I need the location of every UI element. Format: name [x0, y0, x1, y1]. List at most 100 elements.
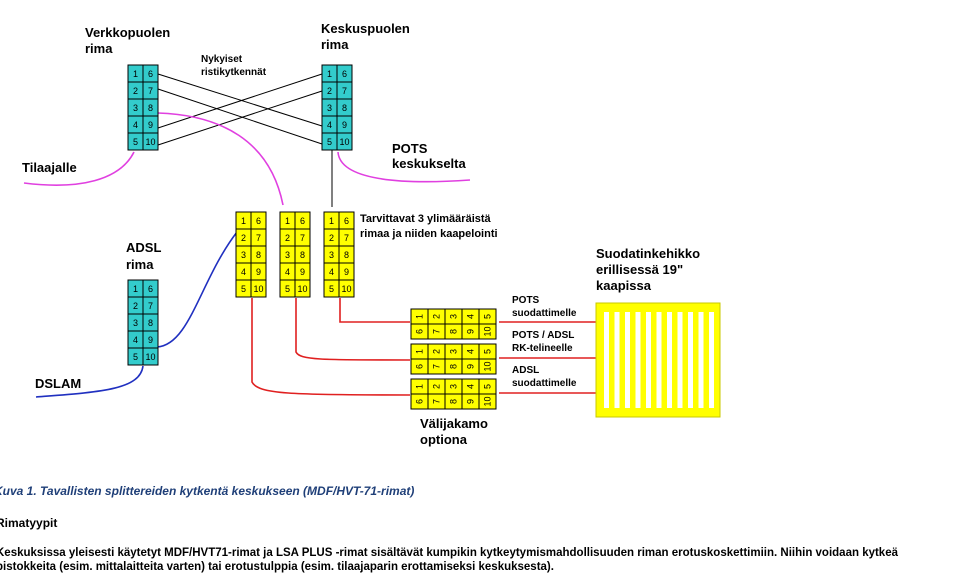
strip-cell	[142, 347, 159, 366]
cell-number: 1	[133, 69, 138, 79]
cell-number: 9	[344, 267, 349, 277]
adsl-strip-label-line2: rima	[126, 257, 154, 272]
cell-number: 5	[483, 314, 493, 319]
wire	[295, 298, 411, 361]
cell-number: 1	[241, 216, 246, 226]
cell-number: 2	[432, 384, 442, 389]
cell-number: 4	[466, 384, 476, 389]
cell-number: 9	[342, 120, 347, 130]
cell-number: 1	[415, 349, 425, 354]
cell-number: 7	[432, 399, 442, 404]
cell-number: 9	[300, 267, 305, 277]
strip-cell	[250, 279, 267, 298]
cell-number: 7	[148, 301, 153, 311]
cell-number: 10	[483, 396, 493, 406]
network-strip-label-line1: Verkkopuolen	[85, 25, 170, 40]
cell-number: 3	[133, 318, 138, 328]
cell-number: 3	[285, 250, 290, 260]
cell-number: 4	[241, 267, 246, 277]
cell-number: 8	[449, 399, 459, 404]
cell-number: 7	[432, 329, 442, 334]
paragraph-line: Keskuksissa yleisesti käytetyt MDF/HVT71…	[0, 547, 898, 559]
filter-slot	[709, 312, 714, 408]
cell-number: 10	[145, 137, 155, 147]
cell-number: 4	[329, 267, 334, 277]
pots-exchange-label-line1: POTS	[392, 141, 428, 156]
cell-number: 6	[256, 216, 261, 226]
adsl-filter-label-line1: ADSL	[512, 365, 539, 376]
cell-number: 5	[133, 352, 138, 362]
cell-number: 6	[415, 399, 425, 404]
cell-number: 10	[253, 284, 263, 294]
cell-number: 6	[148, 284, 153, 294]
cell-number: 9	[148, 120, 153, 130]
cell-number: 7	[344, 233, 349, 243]
cell-number: 9	[466, 364, 476, 369]
pots-filter-label-line2: suodattimelle	[512, 308, 577, 319]
filter-slot	[625, 312, 630, 408]
cell-number: 5	[329, 284, 334, 294]
cell-number: 9	[466, 329, 476, 334]
pots-filter-label-line1: POTS	[512, 295, 540, 306]
cell-number: 4	[133, 335, 138, 345]
cell-number: 3	[133, 103, 138, 113]
cell-number: 6	[148, 69, 153, 79]
network-strip-label-line2: rima	[85, 41, 113, 56]
cell-number: 7	[432, 364, 442, 369]
cell-number: 6	[342, 69, 347, 79]
cell-number: 10	[145, 352, 155, 362]
cell-number: 1	[415, 384, 425, 389]
cell-number: 8	[300, 250, 305, 260]
cell-number: 6	[300, 216, 305, 226]
wire	[337, 151, 471, 183]
cell-number: 2	[241, 233, 246, 243]
filter-slot	[614, 312, 620, 408]
body-paragraph: Keskuksissa yleisesti käytetyt MDF/HVT71…	[0, 546, 960, 574]
cell-number: 8	[256, 250, 261, 260]
cell-number: 4	[466, 314, 476, 319]
cell-number: 2	[133, 86, 138, 96]
cell-number: 10	[297, 284, 307, 294]
cell-number: 2	[329, 233, 334, 243]
wire	[35, 365, 144, 398]
cell-number: 10	[341, 284, 351, 294]
cell-number: 5	[483, 384, 493, 389]
wire	[156, 231, 238, 348]
cell-number: 5	[285, 284, 290, 294]
cell-number: 1	[285, 216, 290, 226]
wire	[339, 298, 410, 323]
strip-cell	[336, 132, 353, 151]
cell-number: 7	[300, 233, 305, 243]
strip-cell	[478, 358, 497, 375]
paragraph-line: pistokkeita (esim. mittalaitteita varten…	[0, 561, 554, 573]
cell-number: 8	[148, 318, 153, 328]
cross-connect-wire	[157, 73, 323, 129]
cell-number: 7	[256, 233, 261, 243]
cell-number: 3	[449, 384, 459, 389]
subscriber-label: Tilaajalle	[22, 160, 77, 175]
cell-number: 1	[415, 314, 425, 319]
cell-number: 9	[148, 335, 153, 345]
cross-connect-wire	[157, 88, 323, 145]
strip-cell	[142, 132, 159, 151]
cell-number: 4	[133, 120, 138, 130]
cell-number: 10	[483, 361, 493, 371]
figure-caption: Kuva 1. Tavallisten splittereiden kytken…	[0, 484, 415, 498]
cell-number: 3	[449, 349, 459, 354]
filter-slot	[646, 312, 651, 408]
cross-connect-wire	[157, 90, 323, 146]
cell-number: 8	[342, 103, 347, 113]
cell-number: 7	[148, 86, 153, 96]
cell-number: 5	[327, 137, 332, 147]
cell-number: 2	[432, 349, 442, 354]
strip-cell	[294, 279, 311, 298]
